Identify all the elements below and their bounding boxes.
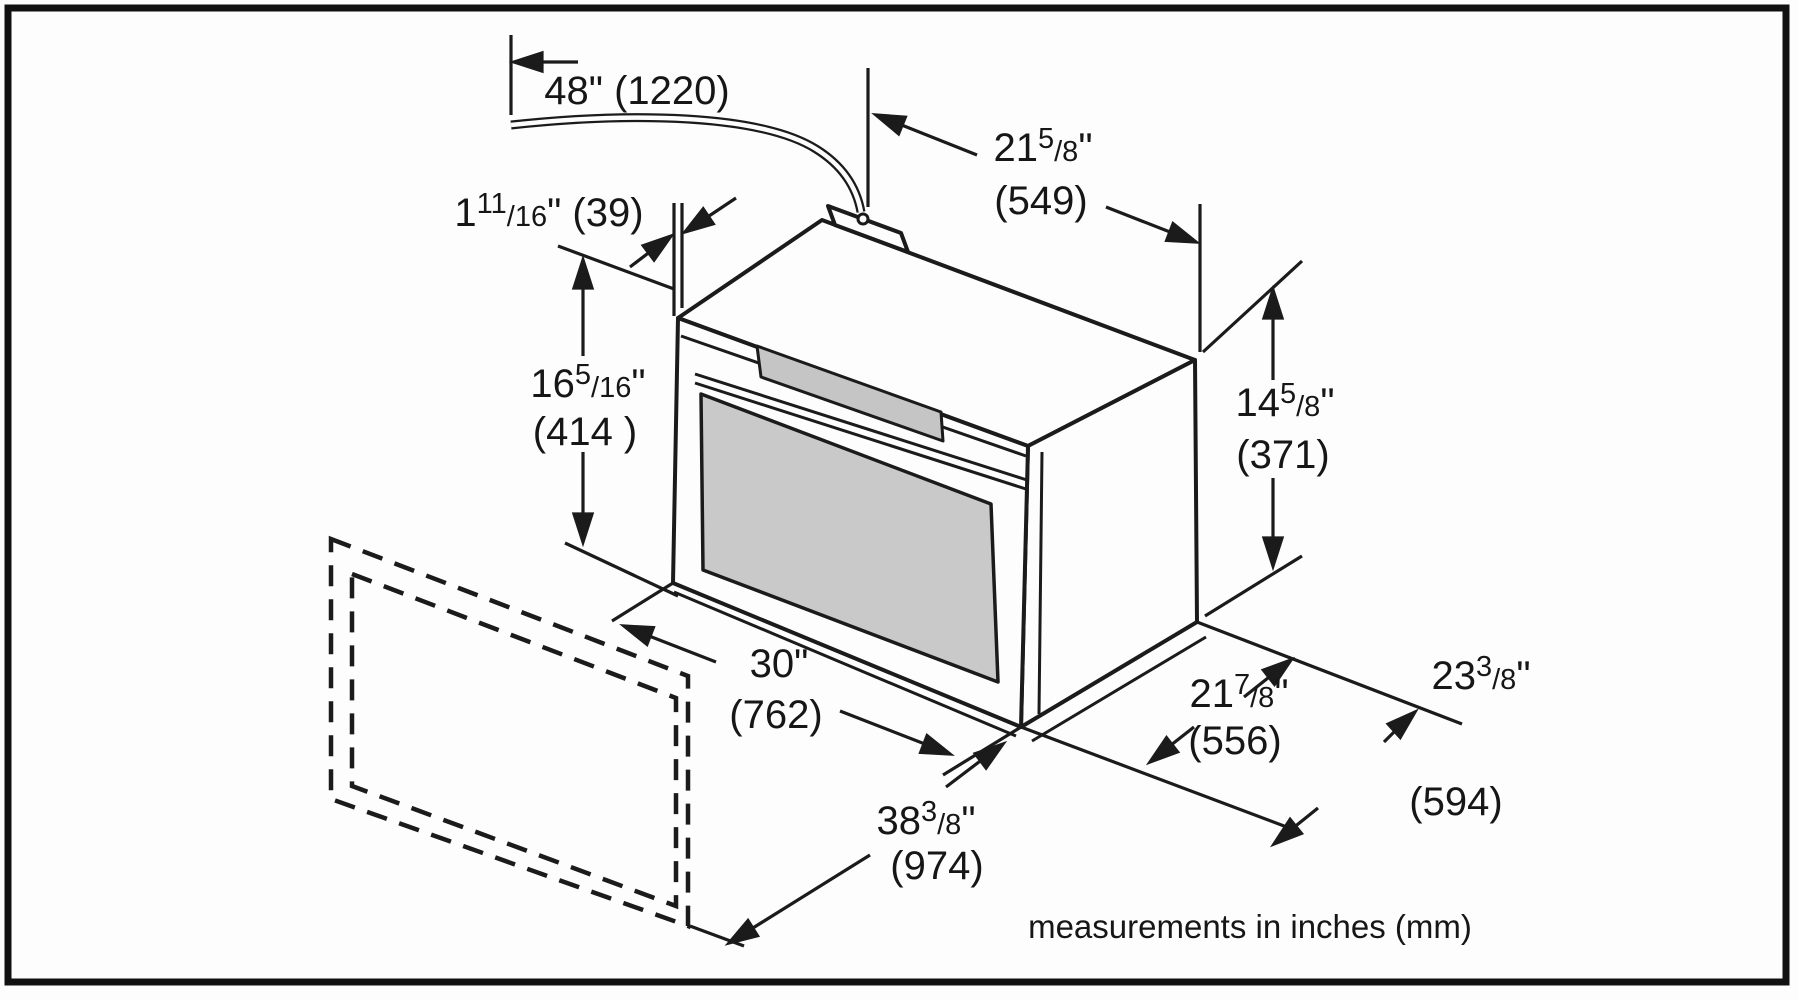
image-border xyxy=(4,4,1790,986)
label-cord-length: 48" (1220) xyxy=(544,69,729,113)
dim-front-gap xyxy=(629,196,737,316)
label-bottom-depth-in: 217/8" xyxy=(1189,669,1288,716)
right-bottom-bevel xyxy=(1031,635,1207,743)
door-side-edge xyxy=(1037,451,1044,715)
label-front-gap: 111/16" (39) xyxy=(454,188,643,235)
control-panel-bottom-edge xyxy=(694,372,1028,482)
label-overall-width-in: 383/8" xyxy=(876,796,975,843)
door-glass xyxy=(699,392,1000,684)
label-top-depth-mm: (549) xyxy=(994,179,1087,223)
label-rear-height-in: 145/8" xyxy=(1235,378,1334,425)
oven-drawing xyxy=(510,113,1207,743)
door-top-edge xyxy=(694,381,1027,491)
power-cord-core xyxy=(510,115,864,213)
cutout-outer-outline xyxy=(328,535,691,930)
label-overall-depth-mm: (594) xyxy=(1409,780,1502,824)
dim-cord-length xyxy=(509,35,578,115)
display-window xyxy=(755,344,945,443)
cutout-inner-outline xyxy=(349,570,679,910)
dim-overall-width xyxy=(689,735,1011,953)
label-cutout-width-mm: (762) xyxy=(729,693,822,737)
units-note: measurements in inches (mm) xyxy=(1028,908,1472,945)
dim-cutout-height xyxy=(557,244,679,598)
cutout-outline xyxy=(328,535,691,930)
dim-bottom-depth xyxy=(1020,620,1463,831)
dimension-lines xyxy=(509,35,1463,953)
label-cutout-height-in: 165/16" xyxy=(530,359,645,406)
label-rear-height-mm: (371) xyxy=(1236,433,1329,477)
label-cutout-width-in: 30" xyxy=(750,642,809,686)
label-overall-width-mm: (974) xyxy=(890,844,983,888)
dim-top-depth xyxy=(866,68,1202,352)
label-top-depth-in: 215/8" xyxy=(993,123,1092,170)
dim-rear-height xyxy=(1201,259,1304,618)
cord-entry-point xyxy=(856,212,870,226)
cord-connection-tab xyxy=(826,204,910,254)
label-overall-depth-in: 233/8" xyxy=(1431,651,1530,698)
door-bottom-bevel xyxy=(673,590,1017,738)
label-cutout-height-mm: (414 ) xyxy=(533,410,638,454)
dim-overall-depth xyxy=(1266,703,1423,853)
label-bottom-depth-mm: (556) xyxy=(1188,719,1281,763)
